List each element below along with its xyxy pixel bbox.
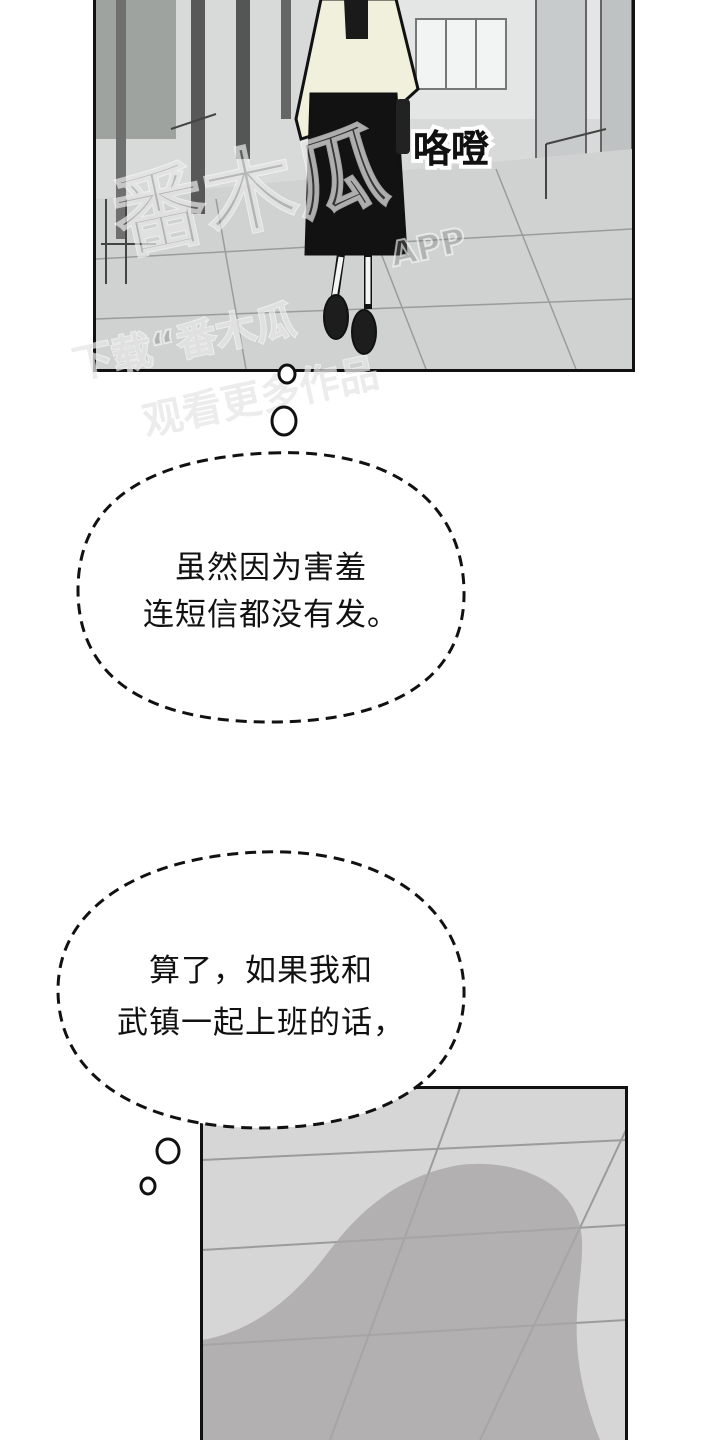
bubble-1-line-1: 虽然因为害羞 [175, 550, 367, 586]
thought-bubble-1-tail [270, 363, 298, 437]
shadow-silhouette [202, 1163, 600, 1440]
street-scene-illustration [96, 0, 632, 369]
sound-effect-text: 咯噔 [413, 127, 490, 171]
walking-woman-figure [294, 0, 420, 355]
top-comic-panel [93, 0, 635, 372]
bottom-panel-art [200, 1086, 628, 1440]
bubble-2-line-1: 算了，如果我和 [149, 953, 373, 989]
thought-bubble-2-tail [139, 1137, 181, 1196]
bubble-1-line-2: 连短信都没有发。 [143, 597, 399, 633]
bubble-2-line-2: 武镇一起上班的话， [117, 1005, 405, 1041]
sound-effect-outline: 咯噔 [409, 123, 493, 175]
thought-bubble-1-outline [76, 451, 466, 724]
thought-bubble-2-outline [56, 850, 466, 1130]
